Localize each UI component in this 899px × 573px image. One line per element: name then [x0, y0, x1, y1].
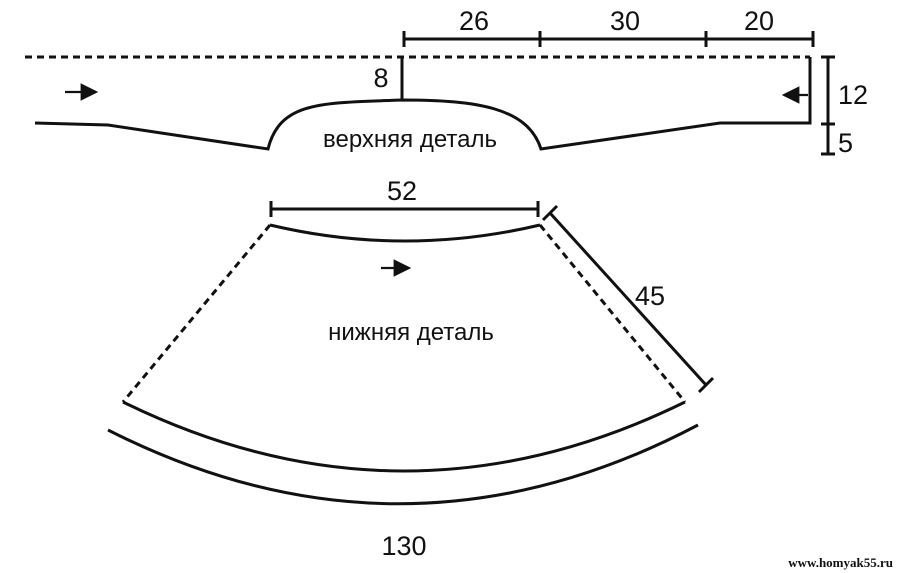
dim-segment-a: 26	[459, 6, 489, 36]
lower-dimensions: 52 45 130	[269, 176, 715, 561]
upper-piece: верхняя деталь	[25, 55, 812, 153]
lower-piece-bottom-arc-outer	[107, 423, 699, 506]
dim-bottom-width: 130	[381, 531, 426, 561]
watermark-url: www.homyak55.ru	[788, 555, 893, 570]
lower-piece-bottom-arc	[122, 400, 686, 473]
dim-top-width: 52	[387, 176, 417, 206]
dim-side-height: 12	[838, 80, 868, 110]
lower-piece-label: нижняя деталь	[328, 319, 494, 346]
lower-piece-left-edge-dashed	[121, 224, 272, 403]
upper-piece-outline	[34, 57, 812, 151]
lower-piece: нижняя деталь	[107, 223, 699, 506]
lower-piece-right-edge-dashed	[538, 224, 687, 403]
dim-side-length: 45	[635, 281, 665, 311]
upper-piece-label: верхняя деталь	[323, 126, 497, 153]
dim-segment-c: 20	[744, 6, 774, 36]
upper-dimensions: 26 30 20 8 12 5	[373, 6, 868, 158]
dim-side-length-tick-top	[541, 204, 559, 222]
dim-side-length-line	[548, 211, 708, 387]
lower-piece-top-arc	[269, 223, 541, 243]
dim-slit-depth: 8	[373, 63, 388, 93]
dim-segment-b: 30	[610, 6, 640, 36]
dim-side-length-tick-bottom	[697, 376, 715, 394]
dim-side-drop: 5	[838, 128, 853, 158]
